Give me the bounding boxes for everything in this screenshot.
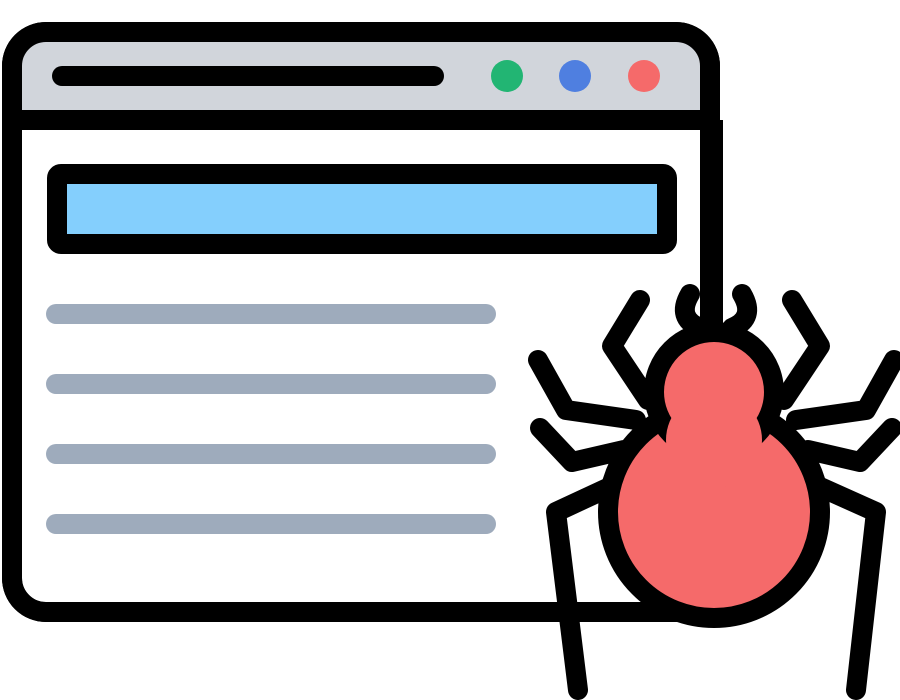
spider-leg	[602, 290, 658, 410]
spider-neck-fill	[666, 392, 762, 488]
spider-leg	[528, 350, 646, 430]
highlight-bar	[47, 164, 677, 254]
content-text-lines	[46, 304, 496, 534]
spider-leg	[530, 418, 634, 472]
window-control-red	[628, 60, 660, 92]
spider-bug-icon	[528, 120, 900, 700]
window-control-blue	[559, 60, 591, 92]
spider-leg	[786, 350, 900, 430]
spider-leg	[798, 418, 900, 472]
spider-leg	[808, 476, 886, 700]
spider-leg	[546, 476, 622, 700]
spider-fang	[722, 284, 758, 338]
spider-leg	[774, 290, 830, 410]
window-control-green	[491, 60, 523, 92]
